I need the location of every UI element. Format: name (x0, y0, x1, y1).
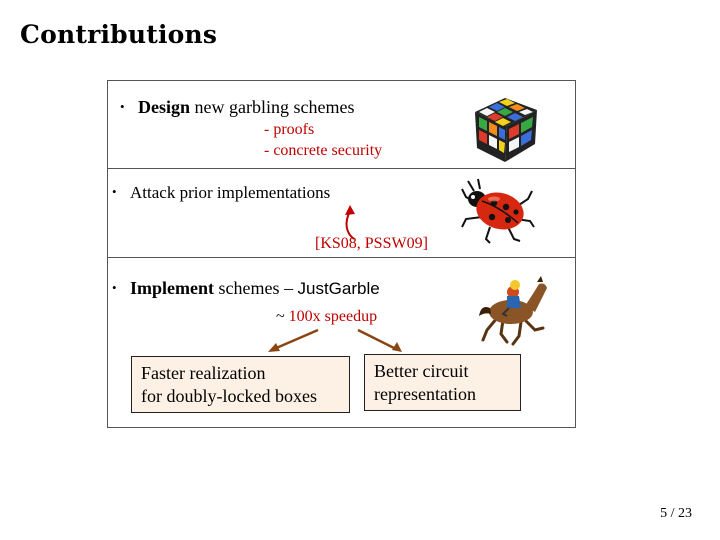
better-circuit-box: Better circuit representation (364, 354, 521, 411)
design-text: new garbling schemes (190, 97, 355, 117)
faster-realization-line2: for doubly-locked boxes (141, 386, 317, 406)
contributions-box: • Design new garbling schemes - proofs - … (107, 80, 576, 428)
speedup-value: 100x speedup (288, 308, 378, 325)
page-number: 5 / 23 (660, 506, 692, 521)
better-circuit-line1: Better circuit (374, 361, 469, 381)
citation-text: [KS08, PSSW09] (315, 235, 428, 252)
attack-section: • Attack prior implementations [KS08, PSS… (108, 169, 575, 257)
design-bullet: • Design new garbling schemes (120, 97, 354, 118)
slide-title: Contributions (20, 20, 218, 49)
justgarble-name: JustGarble (297, 279, 380, 298)
section-divider (108, 257, 575, 258)
speedup-note: ~ 100x speedup (276, 308, 377, 326)
implement-text: schemes – (214, 278, 298, 298)
design-keyword: Design (138, 97, 191, 117)
citation-arrow-icon (345, 205, 355, 240)
implement-section: • Implement schemes – JustGarble ~ 100x s… (108, 258, 575, 428)
design-section: • Design new garbling schemes - proofs - … (108, 81, 575, 168)
speedup-tilde: ~ (276, 308, 289, 325)
section-divider (108, 168, 575, 169)
better-circuit-line2: representation (374, 384, 476, 404)
bullet-dot: • (112, 184, 117, 199)
bullet-dot: • (120, 99, 125, 114)
implement-keyword: Implement (130, 278, 214, 298)
faster-realization-box: Faster realization for doubly-locked box… (131, 356, 350, 413)
proofs-item: - proofs (264, 121, 315, 138)
attack-text: prior implementations (175, 183, 331, 202)
concrete-security-item: - concrete security (264, 142, 383, 159)
racehorse-icon (479, 276, 547, 346)
bullet-dot: • (112, 280, 117, 295)
rubiks-cube-icon (475, 98, 537, 162)
speedup-arrows (268, 328, 402, 352)
attack-keyword: Attack (130, 183, 176, 202)
attack-bullet: • Attack prior implementations (112, 183, 330, 203)
implement-bullet: • Implement schemes – JustGarble (112, 278, 380, 299)
faster-realization-line1: Faster realization (141, 363, 266, 383)
ladybug-icon (461, 178, 535, 244)
